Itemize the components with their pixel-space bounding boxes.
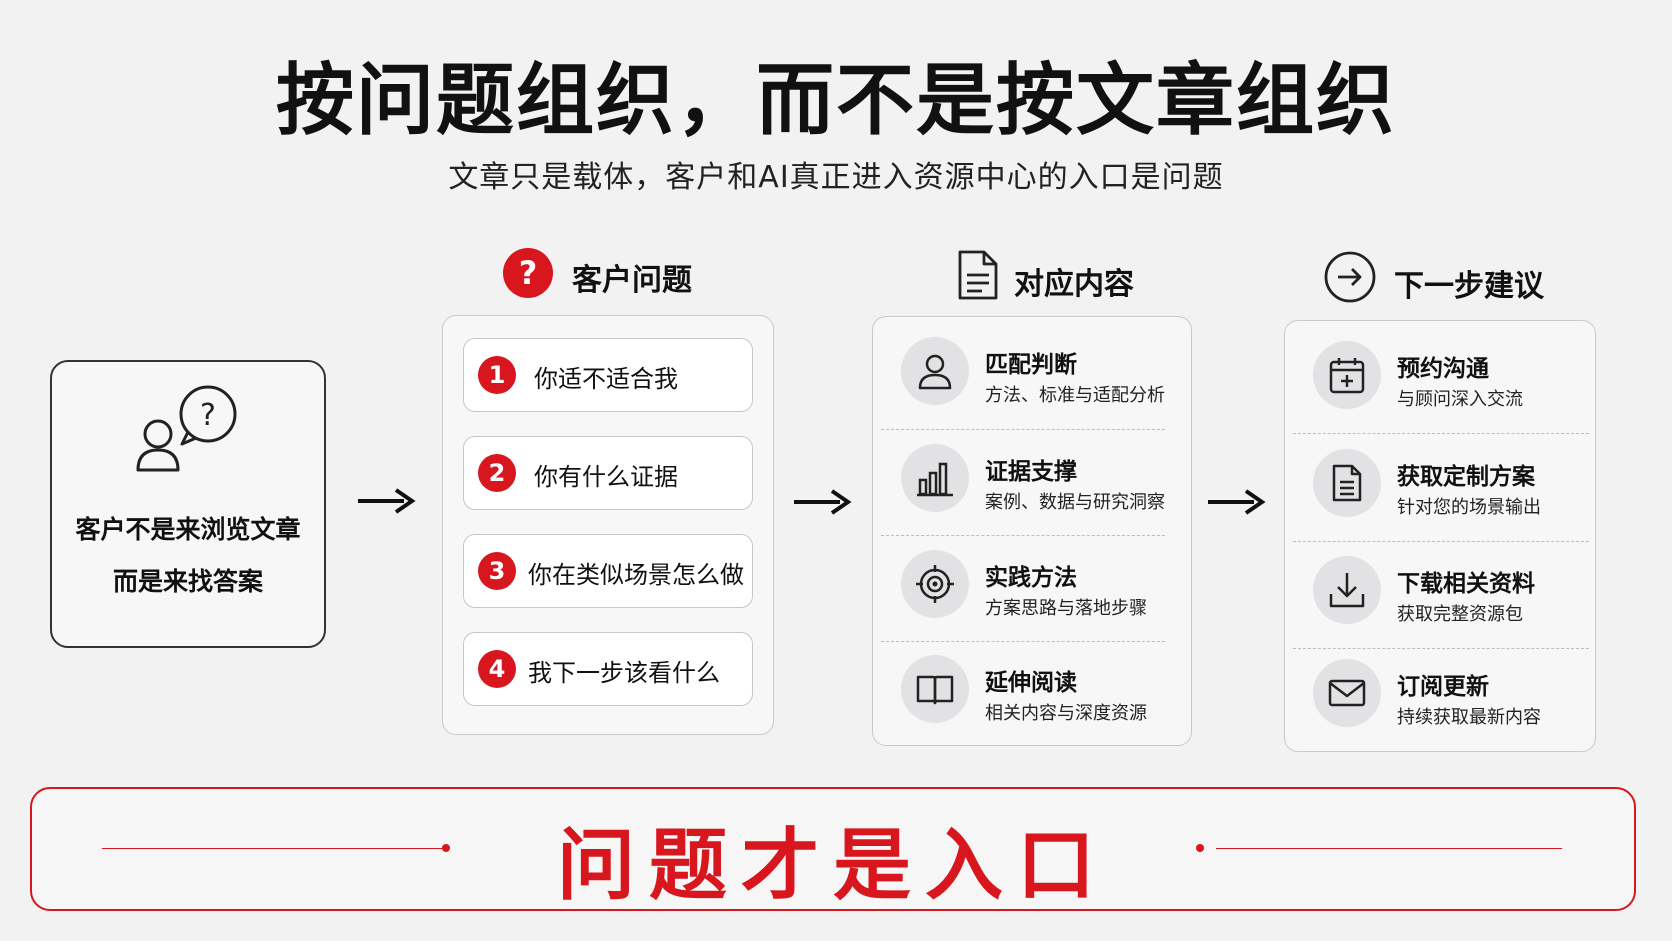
- next-steps-header: 下一步建议: [1324, 251, 1584, 311]
- divider: [881, 535, 1165, 536]
- question-text: 你适不适合我: [534, 365, 678, 393]
- arrow-right-circle-icon: [1324, 251, 1376, 303]
- divider: [881, 429, 1165, 430]
- svg-text:?: ?: [519, 254, 538, 292]
- page-subtitle: 文章只是载体，客户和AI真正进入资源中心的入口是问题: [448, 160, 1224, 195]
- conclusion-banner: 问题才是入口: [30, 787, 1636, 911]
- user-icon: [918, 354, 952, 390]
- calendar-icon: [1329, 358, 1365, 394]
- flow-arrow-3: [1206, 487, 1266, 517]
- document-icon: [958, 250, 998, 300]
- banner-dot-left: [442, 844, 450, 852]
- question-text: 你在类似场景怎么做: [528, 561, 744, 589]
- question-number: 2: [478, 454, 516, 492]
- bar-chart-icon: [917, 462, 953, 497]
- question-number: 3: [478, 552, 516, 590]
- question-text: 你有什么证据: [534, 463, 678, 491]
- questions-panel: 1 你适不适合我 2 你有什么证据 3 你在类似场景怎么做 4 我下一步该看什么: [442, 315, 774, 735]
- flow-arrow-2: [792, 487, 852, 517]
- next-title: 订阅更新: [1397, 674, 1489, 700]
- content-subtitle: 方案思路与落地步骤: [985, 598, 1147, 619]
- next-title: 获取定制方案: [1397, 464, 1535, 490]
- next-subtitle: 与顾问深入交流: [1397, 389, 1523, 410]
- content-subtitle: 案例、数据与研究洞察: [985, 492, 1165, 513]
- content-subtitle: 相关内容与深度资源: [985, 703, 1147, 724]
- question-card-3[interactable]: 3 你在类似场景怎么做: [463, 534, 753, 608]
- next-item-3[interactable]: 下载相关资料 获取完整资源包: [1293, 536, 1589, 642]
- content-item-4[interactable]: 延伸阅读 相关内容与深度资源: [881, 635, 1165, 741]
- people-question-icon: ?: [136, 385, 237, 472]
- question-number: 1: [478, 356, 516, 394]
- next-item-4[interactable]: 订阅更新 持续获取最新内容: [1293, 639, 1589, 745]
- banner-dot-right: [1196, 844, 1204, 852]
- customer-intent-box: ? 客户不是来浏览文章 而是来找答案: [50, 360, 326, 648]
- questions-header: ? 客户问题: [502, 247, 742, 307]
- next-icon-circle: [1313, 449, 1381, 517]
- next-steps-label: 下一步建议: [1394, 269, 1544, 304]
- content-title: 实践方法: [985, 565, 1077, 591]
- content-header: 对应内容: [952, 249, 1192, 309]
- next-subtitle: 针对您的场景输出: [1397, 497, 1541, 518]
- next-icon-circle: [1313, 556, 1381, 624]
- question-card-4[interactable]: 4 我下一步该看什么: [463, 632, 753, 706]
- left-line-1: 客户不是来浏览文章: [75, 515, 301, 544]
- question-icon: ?: [503, 248, 553, 298]
- download-icon: [1329, 573, 1365, 608]
- content-label: 对应内容: [1014, 267, 1134, 302]
- content-icon-circle: [901, 655, 969, 723]
- content-icon-circle: [901, 337, 969, 405]
- question-card-1[interactable]: 1 你适不适合我: [463, 338, 753, 412]
- content-item-1[interactable]: 匹配判断 方法、标准与适配分析: [881, 317, 1165, 423]
- flow-arrow-1: [356, 486, 416, 516]
- content-panel: 匹配判断 方法、标准与适配分析 证据支撑 案例、数据与研究洞察: [872, 316, 1192, 746]
- next-item-2[interactable]: 获取定制方案 针对您的场景输出: [1293, 429, 1589, 535]
- mail-icon: [1328, 679, 1366, 707]
- banner-line-left: [102, 848, 448, 849]
- content-item-2[interactable]: 证据支撑 案例、数据与研究洞察: [881, 424, 1165, 530]
- banner-line-right: [1216, 848, 1562, 849]
- divider: [1293, 541, 1589, 542]
- banner-text: 问题才是入口: [556, 821, 1109, 911]
- question-number: 4: [478, 650, 516, 688]
- next-subtitle: 获取完整资源包: [1397, 604, 1523, 625]
- svg-text:?: ?: [200, 398, 216, 433]
- content-title: 证据支撑: [985, 459, 1077, 485]
- next-icon-circle: [1313, 341, 1381, 409]
- file-icon: [1332, 464, 1362, 502]
- page-title: 按问题组织，而不是按文章组织: [275, 56, 1396, 146]
- divider: [881, 641, 1165, 642]
- question-card-2[interactable]: 2 你有什么证据: [463, 436, 753, 510]
- next-icon-circle: [1313, 659, 1381, 727]
- next-subtitle: 持续获取最新内容: [1397, 707, 1541, 728]
- target-icon: [916, 565, 954, 603]
- question-text: 我下一步该看什么: [528, 659, 720, 687]
- next-steps-panel: 预约沟通 与顾问深入交流 获取定制方案 针对您的场景输出 下载相关资料 获取完整…: [1284, 320, 1596, 752]
- next-title: 下载相关资料: [1397, 571, 1535, 597]
- content-subtitle: 方法、标准与适配分析: [985, 385, 1165, 406]
- questions-label: 客户问题: [572, 263, 692, 298]
- content-icon-circle: [901, 444, 969, 512]
- book-icon: [916, 675, 954, 705]
- divider: [1293, 433, 1589, 434]
- left-line-2: 而是来找答案: [112, 567, 263, 596]
- next-item-1[interactable]: 预约沟通 与顾问深入交流: [1293, 321, 1589, 427]
- next-title: 预约沟通: [1397, 356, 1489, 382]
- divider: [1293, 648, 1589, 649]
- content-icon-circle: [901, 550, 969, 618]
- content-title: 延伸阅读: [985, 670, 1077, 696]
- content-item-3[interactable]: 实践方法 方案思路与落地步骤: [881, 530, 1165, 636]
- content-title: 匹配判断: [985, 352, 1077, 378]
